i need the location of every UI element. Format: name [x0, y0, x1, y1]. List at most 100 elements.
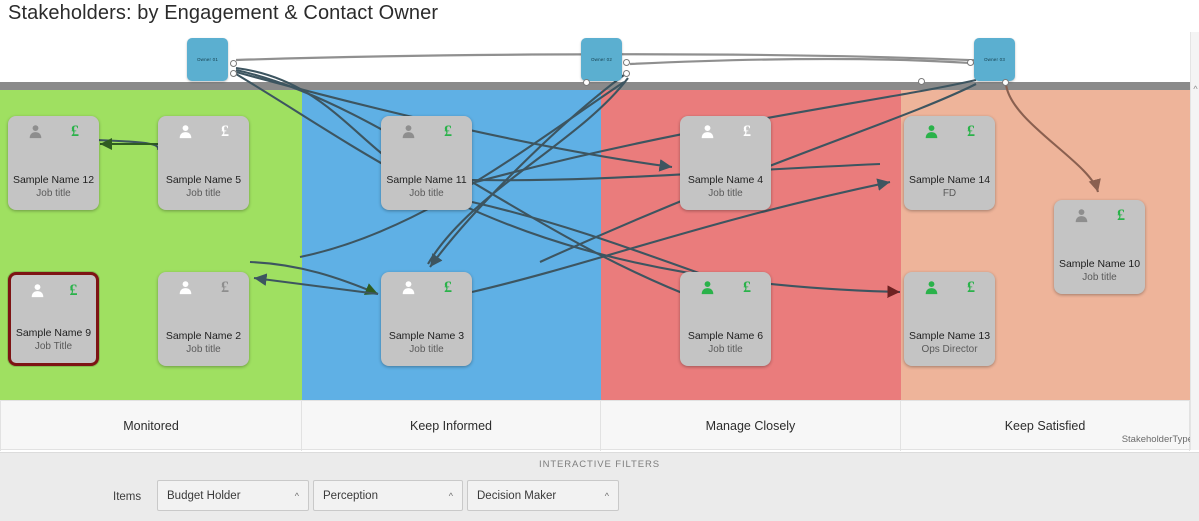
stakeholder-name: Sample Name 13 [908, 330, 991, 342]
person-icon [1074, 208, 1089, 223]
stakeholder-card[interactable]: £ Sample Name 2 Job title [158, 272, 249, 366]
chevron-up-icon: ^ [294, 490, 299, 501]
stakeholder-job: Job title [1082, 272, 1117, 283]
stakeholder-name: Sample Name 9 [15, 327, 92, 339]
stakeholder-job: Job title [708, 188, 743, 199]
pound-currency-icon: £ [71, 123, 79, 140]
pound-currency-icon: £ [221, 279, 229, 296]
owner-port[interactable] [1002, 79, 1009, 86]
person-icon [28, 124, 43, 139]
stakeholder-card[interactable]: £ Sample Name 5 Job title [158, 116, 249, 210]
filter-dropdown-label: Decision Maker [477, 489, 557, 502]
stakeholder-name: Sample Name 6 [687, 330, 764, 342]
stakeholder-name: Sample Name 12 [12, 174, 95, 186]
card-icon-row: £ [158, 279, 249, 296]
card-icon-row: £ [904, 123, 995, 140]
owner-port[interactable] [967, 59, 974, 66]
card-text: Sample Name 10 Job title [1054, 258, 1145, 284]
page-title: Stakeholders: by Engagement & Contact Ow… [8, 2, 439, 24]
person-icon [401, 280, 416, 295]
person-icon [178, 280, 193, 295]
pound-currency-icon: £ [743, 279, 751, 296]
axis-label-manage-closely: Manage Closely [601, 401, 901, 451]
filter-dropdown-decision-maker[interactable]: Decision Maker ^ [467, 480, 619, 511]
stakeholder-job: Job Title [34, 341, 73, 352]
person-icon [30, 283, 45, 298]
owner-port[interactable] [918, 78, 925, 85]
vertical-scrollbar[interactable]: ^ [1190, 32, 1199, 450]
chevron-up-icon[interactable]: ^ [1193, 84, 1198, 94]
card-text: Sample Name 4 Job title [680, 174, 771, 200]
person-icon [924, 280, 939, 295]
owner-lane-divider [0, 82, 1199, 90]
card-text: Sample Name 5 Job title [158, 174, 249, 200]
owner-port[interactable] [230, 70, 237, 77]
chevron-up-icon: ^ [604, 490, 609, 501]
owner-node[interactable]: Owner 02 [581, 38, 622, 81]
card-icon-row: £ [680, 279, 771, 296]
filter-dropdown-perception[interactable]: Perception ^ [313, 480, 463, 511]
stakeholder-job: Job title [186, 344, 221, 355]
person-icon [700, 124, 715, 139]
pound-currency-icon: £ [967, 279, 975, 296]
stakeholder-name: Sample Name 5 [165, 174, 242, 186]
card-icon-row: £ [381, 123, 472, 140]
stakeholder-card[interactable]: £ Sample Name 13 Ops Director [904, 272, 995, 366]
owner-port[interactable] [230, 60, 237, 67]
card-icon-row: £ [11, 282, 96, 299]
interactive-filters-bar: INTERACTIVE FILTERS Items Budget Holder … [0, 452, 1199, 521]
stakeholder-job: Ops Director [921, 344, 978, 355]
stakeholder-card[interactable]: £ Sample Name 10 Job title [1054, 200, 1145, 294]
card-text: Sample Name 12 Job title [8, 174, 99, 200]
owner-node[interactable]: Owner 01 [187, 38, 228, 81]
stakeholder-card[interactable]: £ Sample Name 9 Job Title [8, 272, 99, 366]
stakeholder-name: Sample Name 4 [687, 174, 764, 186]
axis-label-monitored: Monitored [0, 401, 302, 451]
card-text: Sample Name 2 Job title [158, 330, 249, 356]
card-icon-row: £ [904, 279, 995, 296]
person-icon [401, 124, 416, 139]
card-icon-row: £ [680, 124, 771, 140]
quadrant-axis: Monitored Keep Informed Manage Closely K… [0, 400, 1190, 451]
filter-dropdown-budget-holder[interactable]: Budget Holder ^ [157, 480, 309, 511]
axis-label-keep-satisfied: Keep Satisfied [901, 401, 1190, 451]
owner-node[interactable]: Owner 03 [974, 38, 1015, 81]
card-text: Sample Name 11 Job title [381, 174, 472, 200]
stakeholder-card[interactable]: £ Sample Name 4 Job title [680, 116, 771, 210]
stakeholder-job: Job title [36, 188, 71, 199]
stakeholder-name: Sample Name 10 [1058, 258, 1141, 270]
owner-node-label: Owner 02 [590, 57, 613, 62]
stakeholder-job: Job title [409, 188, 444, 199]
owner-port[interactable] [583, 79, 590, 86]
chevron-up-icon: ^ [448, 490, 453, 501]
filters-heading: INTERACTIVE FILTERS [539, 459, 660, 470]
person-icon [924, 124, 939, 139]
chart-canvas[interactable]: Owner 01 Owner 02 Owner 03 £Sample Name … [0, 32, 1199, 400]
stakeholder-name: Sample Name 3 [388, 330, 465, 342]
owner-node-label: Owner 03 [983, 57, 1006, 62]
card-icon-row: £ [8, 123, 99, 140]
pound-currency-icon: £ [444, 123, 452, 140]
axis-label-keep-informed: Keep Informed [302, 401, 601, 451]
stakeholder-name: Sample Name 11 [386, 174, 467, 186]
card-text: Sample Name 9 Job Title [11, 327, 96, 353]
card-icon-row: £ [381, 280, 472, 296]
stakeholder-name: Sample Name 2 [165, 330, 242, 342]
card-text: Sample Name 13 Ops Director [904, 330, 995, 356]
filter-dropdown-label: Perception [323, 489, 378, 502]
pound-currency-icon: £ [1117, 207, 1125, 224]
filter-dropdown-label: Budget Holder [167, 489, 241, 502]
owner-port[interactable] [623, 70, 630, 77]
pound-currency-icon: £ [69, 282, 78, 299]
pound-currency-icon: £ [967, 123, 975, 140]
owner-port[interactable] [623, 59, 630, 66]
stakeholder-job: Job title [186, 188, 221, 199]
card-icon-row: £ [158, 124, 249, 140]
stakeholder-card[interactable]: £ Sample Name 12 Job title [8, 116, 99, 210]
stakeholder-card[interactable]: £ Sample Name 11 Job title [381, 116, 472, 210]
